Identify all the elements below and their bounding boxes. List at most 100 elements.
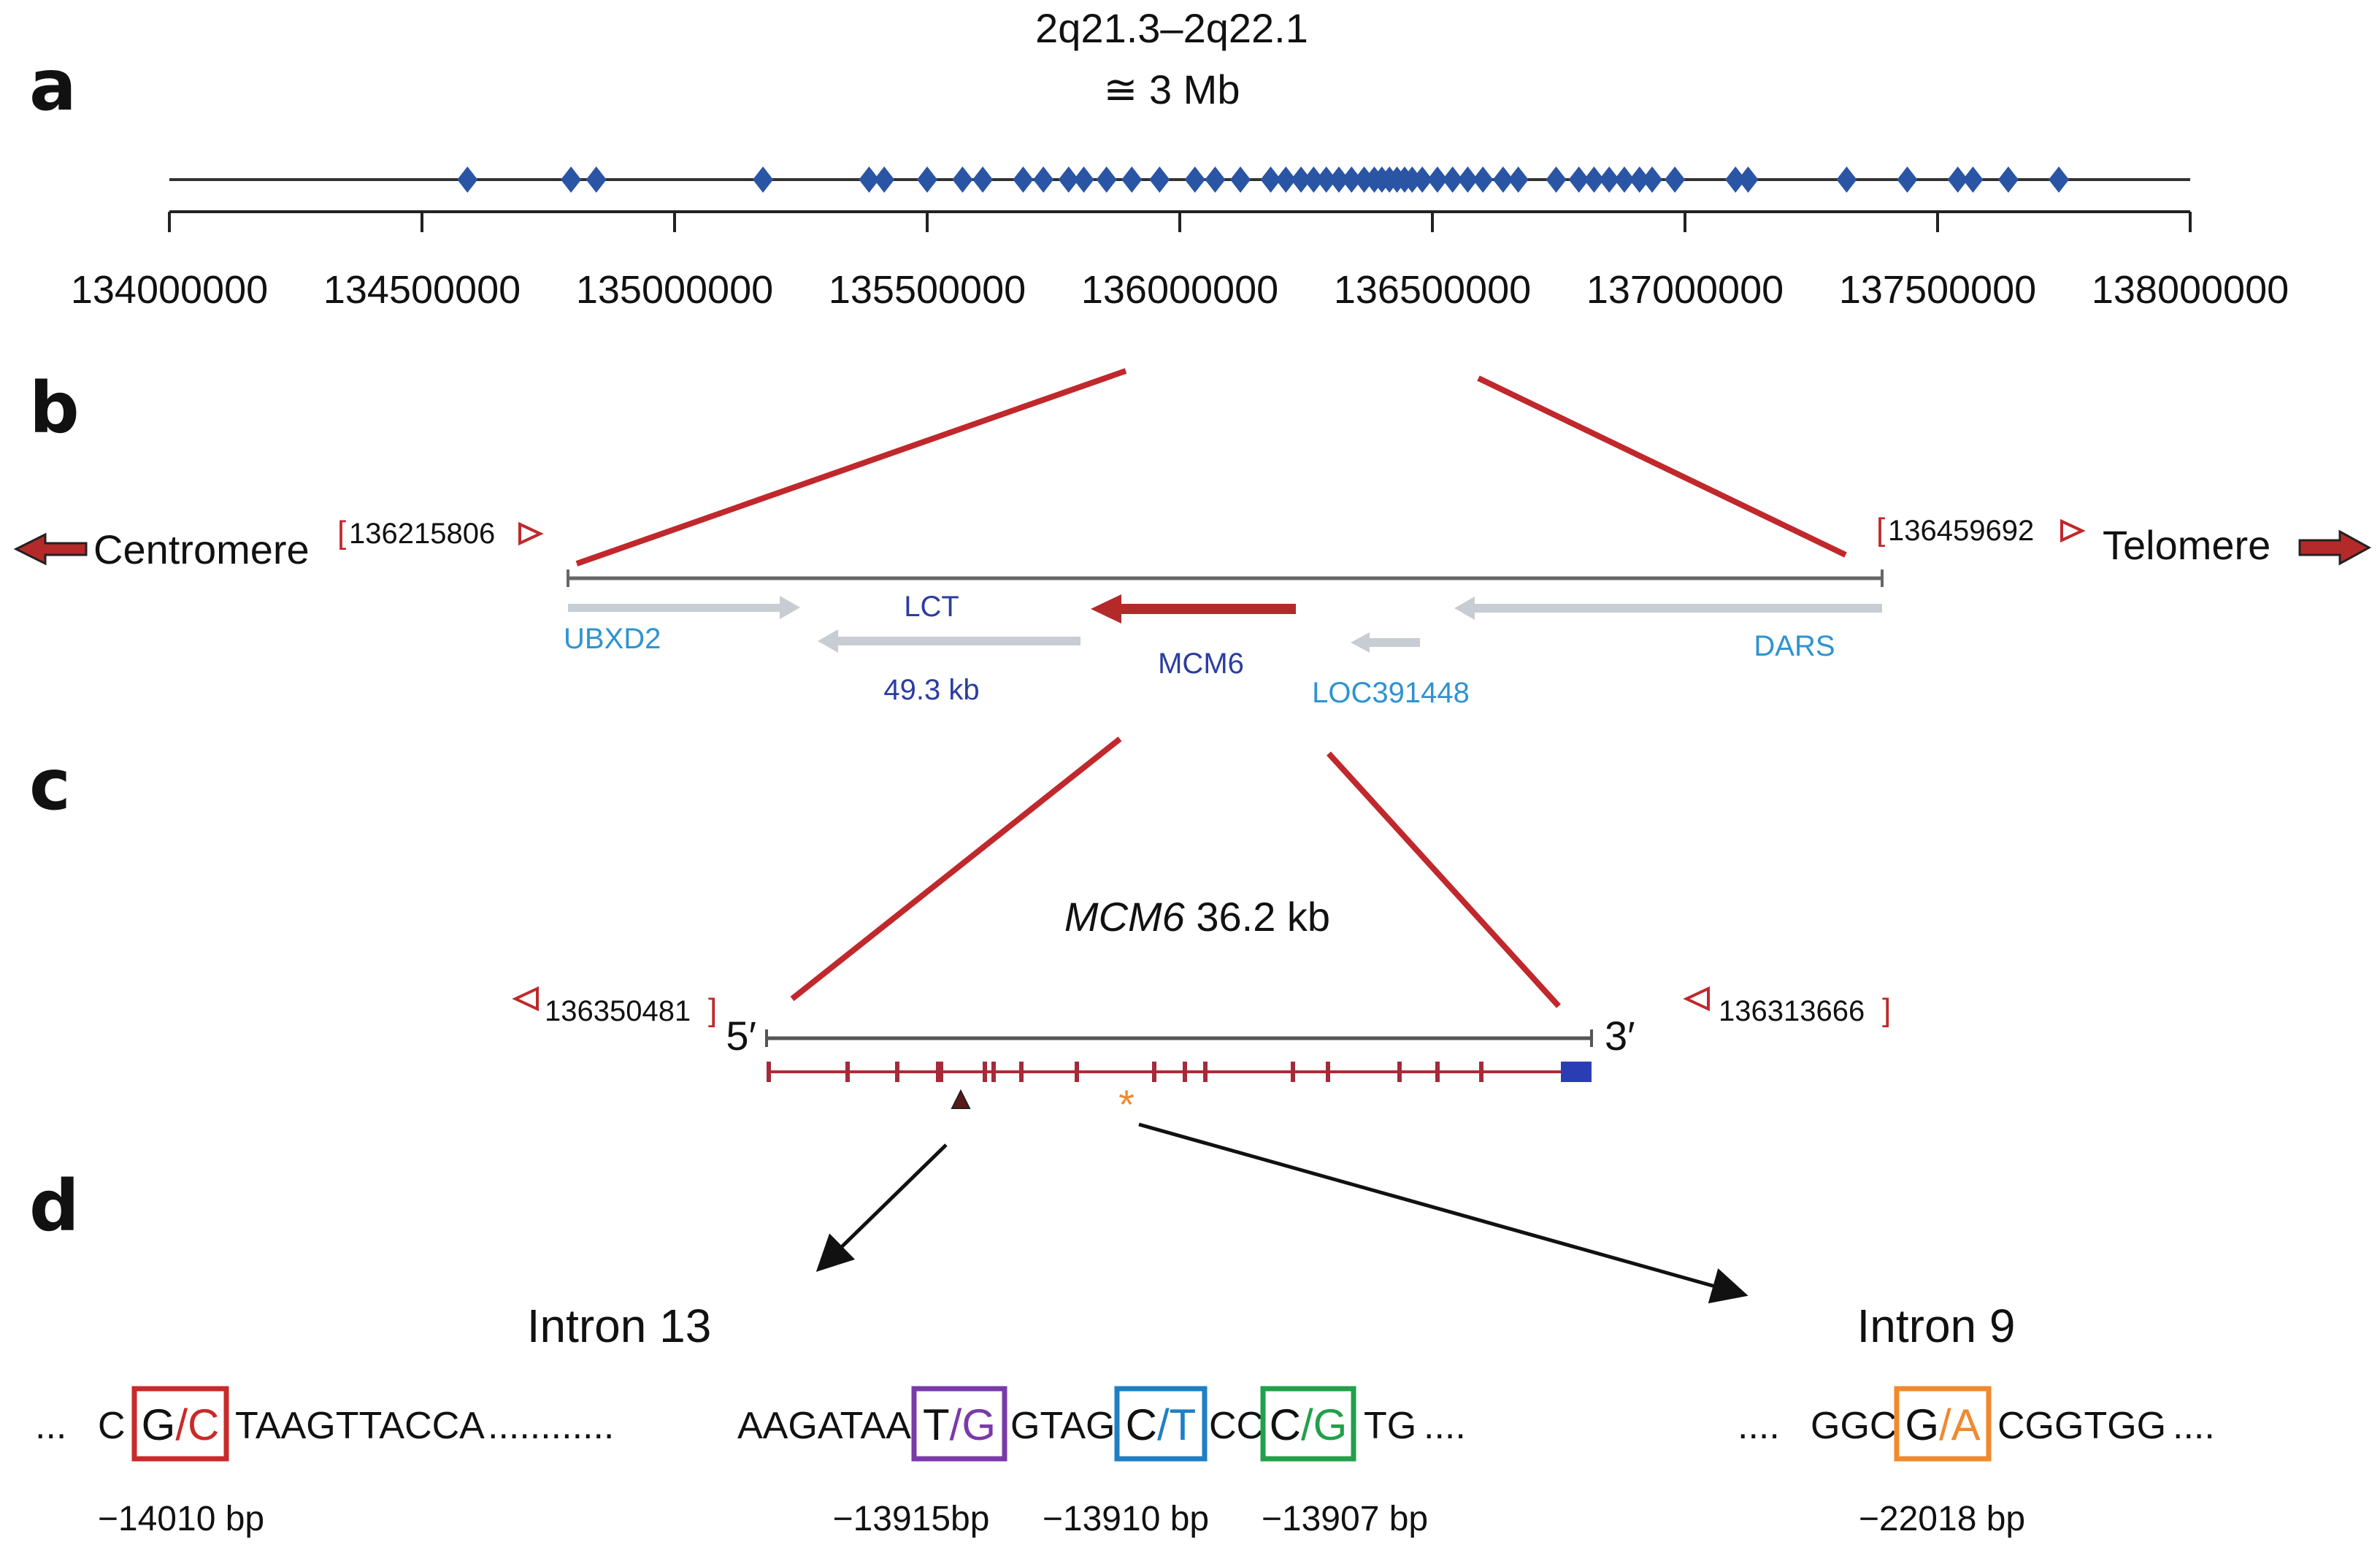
exon: [1019, 1062, 1024, 1082]
snp-ref: C: [1126, 1400, 1157, 1449]
five-prime-label: 5′: [726, 1013, 756, 1059]
snp-marker: [1149, 166, 1170, 193]
snp-position-label: −13915bp: [833, 1500, 990, 1538]
zoom-line-b-right: [1477, 375, 1847, 558]
bracket-left-icon: [: [1876, 512, 1885, 548]
snp-alt: A: [1951, 1400, 1981, 1449]
snp-alleles: T/G: [923, 1400, 996, 1449]
exon: [1152, 1062, 1156, 1082]
panel-d: d Intron 13 Intron 9 ... C G/C TAAGTTACC…: [29, 1165, 2215, 1538]
snp-marker: [859, 166, 880, 193]
snp-marker: [1947, 166, 1968, 193]
snp-alleles: G/C: [142, 1400, 220, 1449]
snp-marker: [1033, 166, 1054, 193]
centromere-arrow-icon: [13, 532, 88, 566]
gene-label-lct: LCT: [904, 591, 959, 623]
seq-fragment: CGGTGG: [1997, 1405, 2166, 1447]
allele-slash: /: [1157, 1400, 1170, 1449]
snp-ref: G: [1905, 1400, 1939, 1449]
snp-marker: [1275, 166, 1297, 193]
allele-slash: /: [175, 1400, 188, 1449]
snp-marker: [2049, 166, 2070, 193]
snp-marker: [1642, 166, 1663, 193]
coordinate-triangle-icon: [1683, 986, 1710, 1012]
snp-marker: [1473, 166, 1494, 193]
seq-dots-lead-intron9: ....: [1738, 1405, 1780, 1447]
snp-marker: [917, 166, 937, 193]
snp-marker: [1492, 166, 1513, 193]
snp-marker: [1546, 166, 1567, 193]
snp-alt: C: [188, 1400, 219, 1449]
seq-fragment: TAAGTTACCA: [235, 1405, 485, 1447]
snp-marker: [1291, 166, 1312, 193]
snp-position-label: −22018 bp: [1859, 1500, 2025, 1538]
snp-marker: [753, 166, 774, 193]
snp-marker: [1328, 166, 1349, 193]
snp-marker: [1584, 166, 1605, 193]
bracket-right-icon: ]: [708, 992, 717, 1028]
exon: [767, 1062, 771, 1082]
telomere-arrow-icon: [2298, 529, 2372, 566]
seq-dots-trail: ....: [1424, 1405, 1466, 1447]
snp-marker: [1230, 166, 1251, 193]
exon: [1183, 1062, 1187, 1082]
snp-alt: G: [961, 1400, 996, 1449]
snp-ref: T: [923, 1400, 950, 1449]
snp-marker: [1629, 166, 1650, 193]
tick-label: 136000000: [1081, 268, 1278, 312]
snp-marker: [1836, 166, 1857, 193]
snp-position-label: −14010 bp: [98, 1500, 264, 1538]
x-axis-tick-labels: 134000000 134500000 135000000 135500000 …: [71, 268, 2289, 312]
snp-box-13907: C/G: [1260, 1386, 1356, 1462]
snp-alt: T: [1170, 1400, 1197, 1449]
snp-marker: [1316, 166, 1337, 193]
tick-label: 134000000: [71, 268, 268, 312]
snp-marker: [874, 166, 895, 193]
mcm6-gene-arrow: [1091, 594, 1296, 624]
snp-marker: [1073, 166, 1094, 193]
intron9-snp-star-icon: *: [1118, 1081, 1135, 1127]
arrow-to-intron9: [1138, 1122, 1748, 1304]
mcm6-exons: [767, 1062, 1592, 1082]
exon: [1326, 1062, 1330, 1082]
exon: [1397, 1062, 1402, 1082]
telomere-label: Telomere: [2103, 522, 2270, 568]
snp-marker: [1427, 166, 1448, 193]
seq-dots-middle: ............: [488, 1405, 614, 1447]
ubxd2-gene-arrow: [568, 596, 800, 619]
tick-label: 134500000: [323, 268, 521, 312]
snp-box-outline: [1114, 1386, 1208, 1462]
intron13-title: Intron 13: [527, 1300, 712, 1352]
panel-c: c MCM6 36.2 kb 136350481 ] 136313666 ] 5…: [29, 736, 1891, 1304]
panel-letter-d: d: [29, 1165, 80, 1247]
snp-markers: [457, 166, 2070, 193]
panel-letter-c: c: [29, 744, 71, 826]
snp-box-outline: [1894, 1386, 1992, 1462]
seq-fragment: GGC: [1811, 1405, 1897, 1447]
x-axis-ticks: [168, 212, 2192, 232]
snp-marker: [1897, 166, 1918, 193]
snp-box-outline: [1260, 1386, 1356, 1462]
snp-marker: [1058, 166, 1079, 193]
panel-a: a 2q21.3–2q22.1 ≅ 3 Mb 134000000 1345000…: [29, 5, 2289, 312]
snp-marker: [1442, 166, 1463, 193]
snp-marker: [1599, 166, 1620, 193]
snp-position-label: −13910 bp: [1043, 1500, 1209, 1538]
tick-label: 137500000: [1839, 268, 2036, 312]
panel-letter-a: a: [29, 45, 77, 126]
exon: [1203, 1062, 1208, 1082]
snp-marker: [1725, 166, 1746, 193]
mcm6-right-coordinate: 136313666: [1719, 995, 1865, 1027]
centromere-label: Centromere: [93, 526, 310, 572]
snp-box-14010: G/C: [131, 1386, 229, 1462]
region-label: 2q21.3–2q22.1: [1035, 5, 1308, 51]
snp-position-label: −13907 bp: [1262, 1500, 1428, 1538]
snp-marker: [952, 166, 973, 193]
region-size-label: ≅ 3 Mb: [1104, 66, 1240, 112]
snp-marker: [1457, 166, 1478, 193]
snp-box-outline: [131, 1386, 229, 1462]
tick-label: 137000000: [1586, 268, 1784, 312]
seq-fragment: CC: [1209, 1405, 1264, 1447]
gene-label-mcm6: MCM6: [1158, 648, 1244, 680]
